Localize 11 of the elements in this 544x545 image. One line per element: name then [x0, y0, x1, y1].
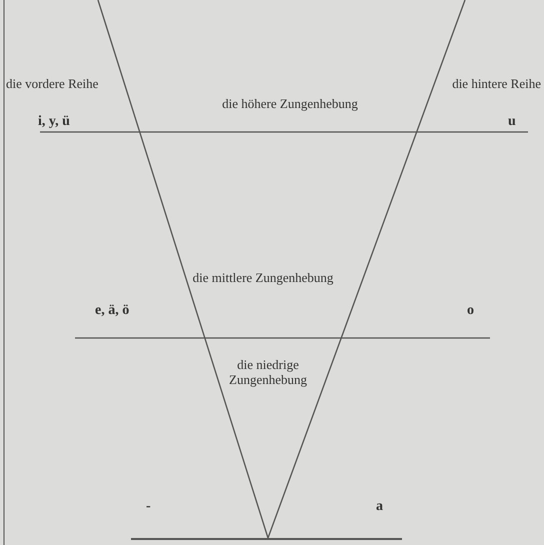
vowel-label: a	[376, 499, 383, 514]
region-label: die höhere Zungenhebung	[222, 96, 358, 111]
region-label: die vordere Reihe	[6, 76, 98, 91]
region-label: die niedrige Zungenhebung	[228, 357, 308, 387]
vowel-label: -	[146, 499, 151, 514]
vowel-label: o	[467, 303, 474, 318]
vowel-label: e, ä, ö	[95, 303, 130, 318]
region-label: die mittlere Zungenhebung	[192, 270, 334, 285]
vowel-label: u	[508, 114, 516, 129]
vowel-label: i, y, ü	[38, 114, 70, 129]
region-label: die hintere Reihe	[452, 76, 541, 91]
